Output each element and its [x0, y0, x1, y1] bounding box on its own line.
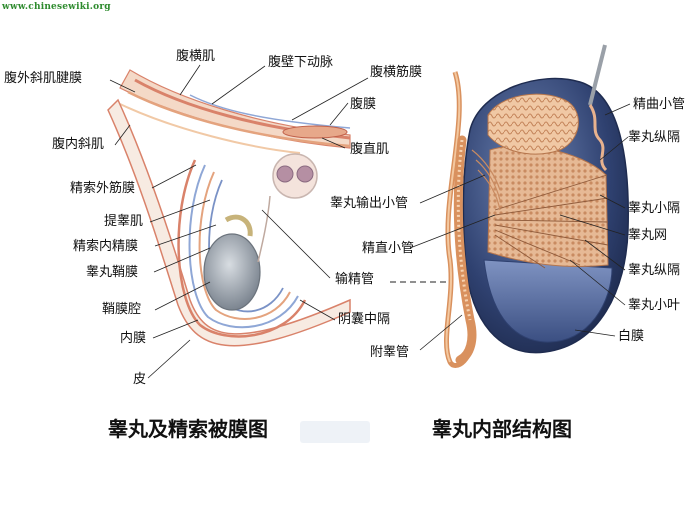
label-external-spermatic-fascia: 精索外筋膜 — [70, 181, 136, 196]
cord-vessel-right — [296, 165, 314, 183]
label-vas-deferens: 输精管 — [335, 272, 375, 287]
label-internal-spermatic-fascia: 精索内精膜 — [73, 239, 139, 254]
right-caption: 睾丸内部结构图 — [432, 417, 572, 441]
efferent-ductules — [471, 149, 501, 211]
right-diagram — [390, 44, 631, 368]
scrotal-wall — [107, 98, 351, 347]
right-leader-lines — [409, 103, 631, 351]
label-dartos: 内膜 — [120, 331, 147, 346]
label-mediastinum-testis: 睾丸纵隔 — [628, 130, 681, 145]
label-cremaster: 提睾肌 — [104, 214, 144, 229]
rectus-muscle — [282, 125, 348, 139]
label-rectus-abdominis: 腹直肌 — [350, 142, 390, 157]
spermatic-cord-section — [272, 153, 318, 199]
muscle-layer-2 — [127, 90, 351, 148]
caption-shadow-left — [300, 421, 370, 443]
label-transversalis-fascia: 腹横筋膜 — [370, 65, 423, 80]
epididymis-head — [487, 93, 579, 155]
label-lobules: 睾丸小隔 — [628, 201, 681, 216]
fascia-line — [189, 94, 351, 129]
left-leader-lines — [109, 64, 369, 379]
left-caption: 睾丸及精索被膜图 — [108, 417, 268, 441]
label-tunica-albuginea: 白膜 — [618, 329, 645, 344]
label-septula: 睾丸纵隔 — [628, 263, 681, 278]
testis-lower-section — [483, 259, 613, 343]
label-rete-testis: 睾丸网 — [628, 228, 668, 243]
cord-vessel-left — [276, 165, 294, 183]
epididymis-coils — [456, 139, 472, 321]
label-straight-tubules: 精直小管 — [362, 241, 415, 256]
convoluted-tubule-uncoiled — [588, 104, 608, 172]
label-external-oblique-aponeurosis: 腹外斜肌腱膜 — [4, 71, 83, 86]
cremaster-layer — [198, 171, 291, 320]
probe-instrument — [588, 44, 607, 106]
label-skin: 皮 — [133, 372, 147, 387]
label-inferior-epigastric-artery: 腹壁下动脉 — [268, 55, 334, 70]
septa-lines — [494, 174, 609, 269]
aponeurosis-layer — [119, 103, 301, 154]
label-efferent-ductules: 睾丸输出小管 — [330, 196, 409, 211]
label-tunica-vaginalis: 睾丸鞘膜 — [86, 265, 139, 280]
label-testicular-lobule: 睾丸小叶 — [628, 298, 681, 313]
label-vaginal-cavity: 鞘膜腔 — [102, 302, 142, 317]
testis-left — [203, 233, 261, 311]
label-peritoneum: 腹膜 — [350, 97, 377, 112]
vas-deferens-highlight — [445, 71, 461, 363]
dartos-layer — [177, 159, 307, 338]
left-diagram — [107, 64, 369, 379]
label-scrotal-septum: 阴囊中隔 — [338, 312, 391, 327]
epididymis-body — [453, 135, 477, 365]
label-transverse-abdominis: 腹横肌 — [176, 49, 216, 64]
label-epididymis: 附睾管 — [370, 345, 410, 360]
watermark-text: www.chinesewiki.org — [2, 2, 111, 12]
label-internal-oblique: 腹内斜肌 — [52, 137, 105, 152]
external-fascia-layer — [188, 164, 299, 329]
label-convoluted-tubules: 精曲小管 — [633, 97, 686, 112]
epididymis-head-left — [224, 214, 253, 237]
vas-deferens-path — [257, 195, 271, 263]
